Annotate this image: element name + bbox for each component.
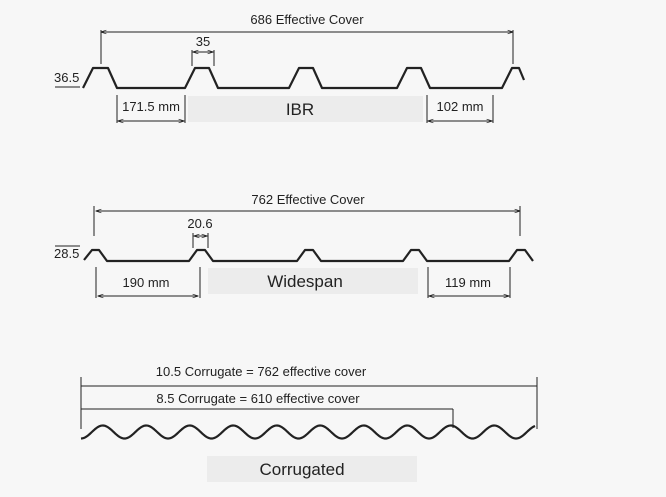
corrugated-profile <box>80 424 536 440</box>
ibr-cover-label: 686 Effective Cover <box>250 12 364 27</box>
widespan-height: 28.5 <box>54 246 79 261</box>
ibr-profile <box>82 66 526 90</box>
widespan-left-span: 190 mm <box>123 275 170 290</box>
widespan-section: 762 Effective Cover 20.6 28.5 190 mm Wid… <box>54 192 534 298</box>
widespan-name: Widespan <box>267 272 343 291</box>
widespan-cover-label: 762 Effective Cover <box>251 192 365 207</box>
ibr-height: 36.5 <box>54 70 79 85</box>
ibr-right-span: 102 mm <box>437 99 484 114</box>
ibr-section: 686 Effective Cover 35 36.5 171.5 mm IBR… <box>54 12 526 123</box>
widespan-profile <box>83 248 534 263</box>
ibr-rib-width: 35 <box>196 34 210 49</box>
corrugated-name: Corrugated <box>259 460 344 479</box>
corrugated-section: 10.5 Corrugate = 762 effective cover 8.5… <box>80 364 538 482</box>
corrugate-10-5-label: 10.5 Corrugate = 762 effective cover <box>156 364 367 379</box>
corrugate-8-5-label: 8.5 Corrugate = 610 effective cover <box>156 391 360 406</box>
widespan-right-span: 119 mm <box>445 275 491 290</box>
ibr-left-span: 171.5 mm <box>122 99 180 114</box>
ibr-name: IBR <box>286 100 314 119</box>
widespan-rib-width: 20.6 <box>187 216 212 231</box>
